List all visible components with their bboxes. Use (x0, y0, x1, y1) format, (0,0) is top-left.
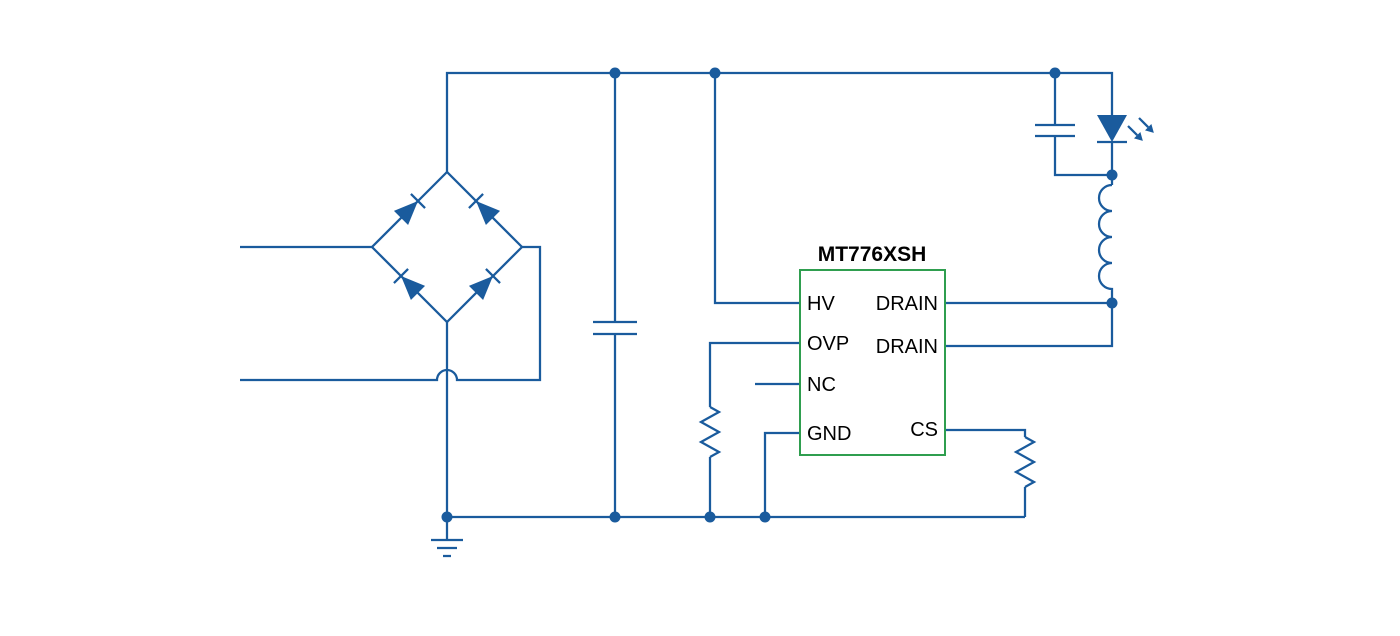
junction-dot (704, 511, 716, 523)
junction-dot (709, 67, 721, 79)
drain-wires (945, 301, 1114, 348)
bridge-diamond (370, 170, 524, 324)
pin-label-hv: HV (807, 293, 835, 315)
cs-wire (945, 428, 1027, 437)
bridge-rectifier (393, 193, 501, 301)
bridge-diode (393, 193, 426, 226)
pin-label-nc: NC (807, 374, 836, 396)
pin-label-ovp: OVP (807, 333, 849, 355)
ovp-wire (708, 341, 800, 407)
junction-dot (1049, 67, 1061, 79)
junction-dot (609, 67, 621, 79)
bulk-capacitor (593, 73, 637, 517)
top-rail-wire (445, 71, 1114, 172)
pin-label-drain2: DRAIN (876, 336, 938, 358)
bridge-diode (468, 193, 501, 226)
junction-dots (441, 67, 1118, 523)
output-capacitor (1035, 73, 1112, 177)
ovp-resistor (698, 406, 722, 458)
pin-label-drain1: DRAIN (876, 293, 938, 315)
ic-body (799, 269, 946, 456)
led-triangle (1097, 115, 1127, 142)
junction-dot (609, 511, 621, 523)
ic-mt776xsh: MT776XSH HV OVP NC GND DRAIN DRAIN CS (799, 243, 946, 456)
wiring (240, 71, 1114, 558)
junction-dot (441, 511, 453, 523)
ic-title: MT776XSH (818, 243, 927, 266)
junction-dot (1106, 297, 1118, 309)
ground-symbol (431, 517, 463, 558)
cs-resistor (1013, 436, 1037, 488)
light-emission-arrows (1127, 117, 1154, 141)
bridge-diode (393, 268, 426, 301)
led (1097, 115, 1154, 144)
inductor-coil (1097, 183, 1114, 303)
hv-wire (713, 73, 800, 305)
gnd-wire (763, 431, 800, 517)
pin-label-cs: CS (910, 419, 938, 441)
ac-input-line-lower (240, 245, 542, 382)
junction-dot (759, 511, 771, 523)
junction-dot (1106, 169, 1118, 181)
pin-label-gnd: GND (807, 423, 851, 445)
bridge-diode (468, 268, 501, 301)
